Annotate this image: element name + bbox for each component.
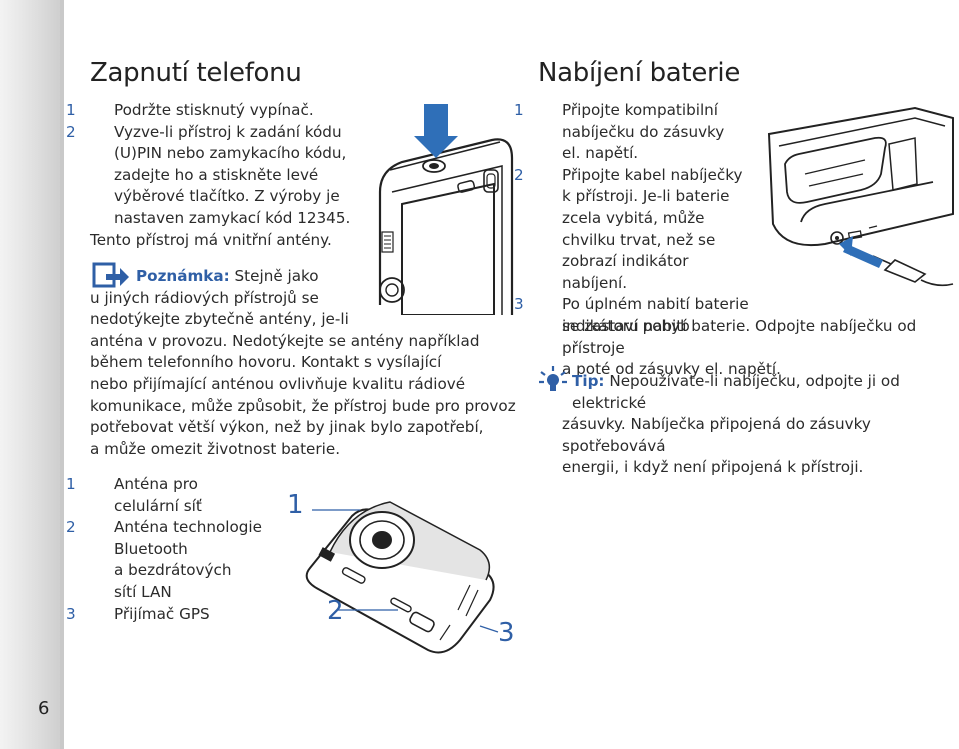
tip-lightbulb-icon [539,366,567,391]
figure-label-1: 1 [287,490,304,520]
note-label: Poznámka: [136,267,230,285]
page-number: 6 [38,698,50,719]
page-sidebar [0,0,60,749]
sidebar-edge [60,0,64,749]
antenna-line: Tento přístroj má vnitřní antény. [90,230,332,249]
phone-antenna-illustration [305,501,499,654]
figure-label-2: 2 [327,596,344,626]
charger-illustration [767,106,954,287]
tip-block: Tip: Nepoužívate-li nabíječku, odpojte j… [562,372,900,477]
note-block: Poznámka: Stejně jako u jiných rádiových… [90,267,516,458]
figure-label-3: 3 [498,618,515,648]
left-title: Zapnutí telefonu [90,58,302,88]
right-title: Nabíjení baterie [538,58,741,88]
tip-label: Tip: [572,372,605,390]
charging-steps-bottom: indikátoru nabití baterie. Odpojte nabíj… [562,317,917,379]
note-icon [92,262,129,288]
phone-power-illustration [378,104,514,315]
